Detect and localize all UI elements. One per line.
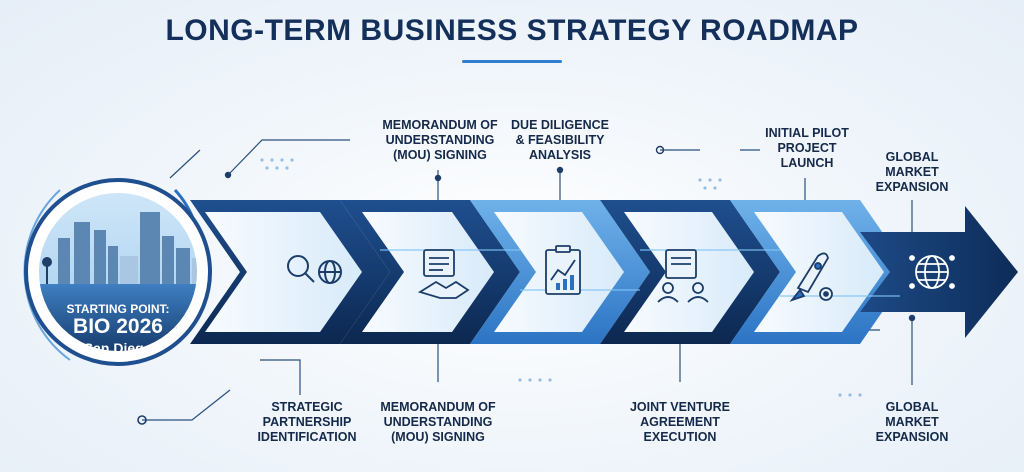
leader-lines — [142, 139, 913, 421]
leader-line-top-1 — [227, 139, 350, 176]
top-label-mou: MEMORANDUM OF UNDERSTANDING (MOU) SIGNIN… — [382, 118, 498, 162]
leader-line-bottom-0 — [142, 389, 231, 421]
leader-line-bottom-1 — [260, 359, 301, 395]
top-label-pilot: INITIAL PILOT PROJECT LAUNCH — [765, 126, 849, 170]
rocket-gears-icon — [789, 252, 833, 302]
leader-line-top-0 — [169, 149, 201, 179]
bottom-label-joint-venture: JOINT VENTURE AGREEMENT EXECUTION — [629, 400, 730, 444]
chevron-1-inner — [205, 212, 362, 332]
start-label-line2: BIO 2026 — [73, 315, 163, 338]
start-label-line1: STARTING POINT: — [66, 302, 170, 316]
decor-dots — [260, 158, 862, 397]
magnifier-globe-icon — [287, 255, 342, 284]
bottom-label-global: GLOBAL MARKET EXPANSION — [875, 400, 949, 444]
bottom-label-mou: MEMORANDUM OF UNDERSTANDING (MOU) SIGNIN… — [380, 400, 496, 444]
handshake-document-icon — [417, 249, 470, 299]
chart-clipboard-icon — [545, 245, 581, 295]
start-label-line3: San Diego — [83, 340, 153, 356]
bottom-label-strategic: STRATEGIC PARTNERSHIP IDENTIFICATION — [257, 400, 357, 444]
title-underline — [462, 60, 562, 63]
top-label-due-diligence: DUE DILIGENCE & FEASIBILITY ANALYSIS — [511, 118, 609, 162]
agreement-people-icon — [657, 249, 709, 303]
page-title: LONG-TERM BUSINESS STRATEGY ROADMAP — [165, 14, 859, 47]
top-label-global: GLOBAL MARKET EXPANSION — [875, 150, 949, 194]
globe-network-icon — [909, 255, 955, 289]
start-circle-inner-ring — [37, 191, 199, 353]
